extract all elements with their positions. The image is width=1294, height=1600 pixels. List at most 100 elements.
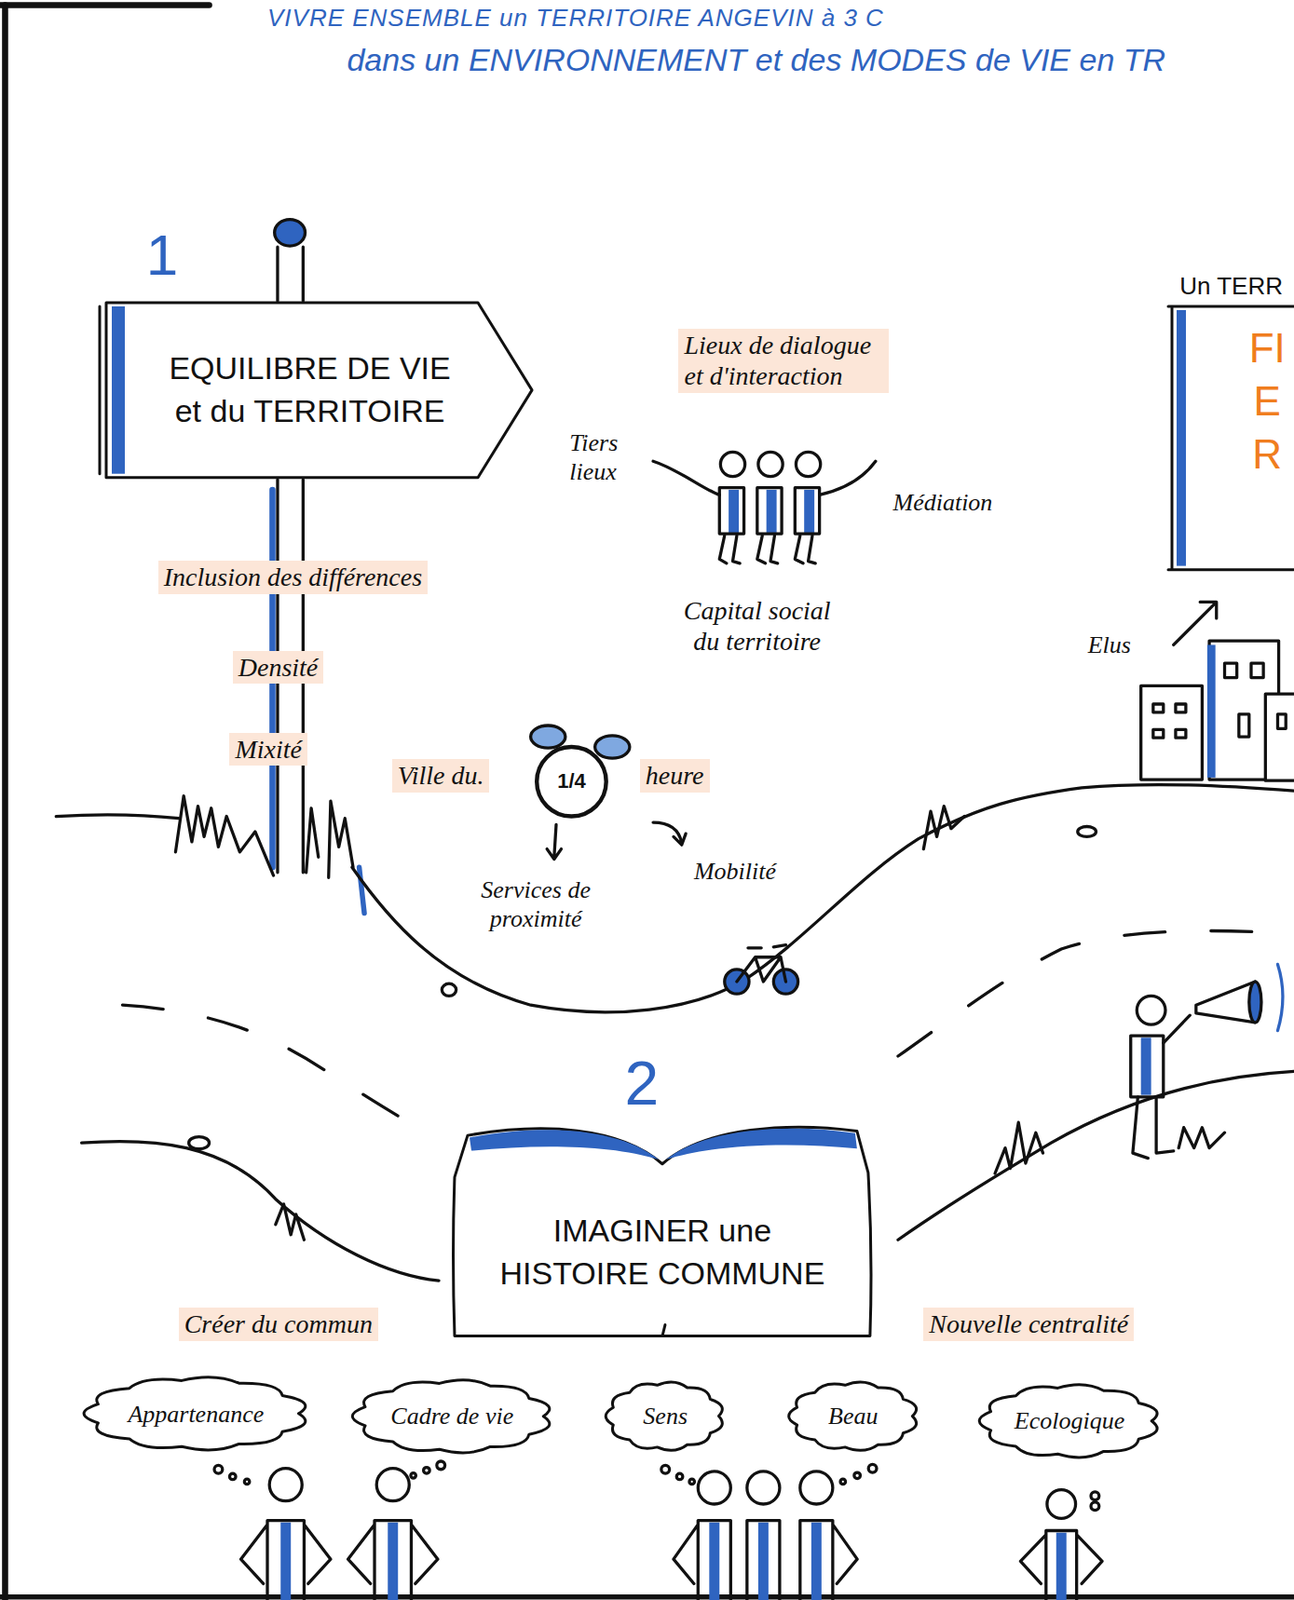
- highlight-label: Lieux de dialogue et d'interaction: [678, 328, 889, 394]
- person-arm: [653, 461, 720, 495]
- person-head: [720, 451, 745, 477]
- person-body: [1130, 1035, 1164, 1098]
- thought-cloud: Sens: [603, 1377, 726, 1456]
- thought-dot: [840, 1479, 845, 1485]
- frame-line: [0, 1594, 1294, 1600]
- building-window: [1277, 714, 1286, 729]
- node-content: Un TERRFIER: [1168, 272, 1294, 580]
- cloud-text: Beau: [828, 1402, 878, 1431]
- thought-dot: [676, 1473, 683, 1481]
- node-content: Ecologique: [980, 1380, 1159, 1463]
- thought-cloud: Cadre de vie: [354, 1375, 551, 1458]
- person-arm: [1163, 1015, 1190, 1044]
- node-content: IMAGINER une HISTOIRE COMMUNE: [449, 1122, 876, 1343]
- panel-band: [1176, 310, 1186, 567]
- highlight-label: Densité: [232, 651, 325, 685]
- person-head: [747, 1471, 780, 1505]
- sound-wave: [1277, 964, 1282, 1031]
- arrow: [546, 824, 561, 859]
- grass-tuft: [923, 806, 965, 850]
- person-head: [1047, 1490, 1077, 1520]
- note-label: Tiers lieux: [569, 428, 629, 487]
- node-content: EQUILIBRE DE VIE et du TERRITOIRE: [96, 300, 536, 480]
- person-body: [1020, 1530, 1103, 1600]
- cloud-outline: [788, 1382, 916, 1451]
- person-shade: [387, 1523, 398, 1600]
- outline-group: [788, 1382, 916, 1451]
- cloud-text: Sens: [642, 1402, 688, 1431]
- thought-cloud: Ecologique: [980, 1380, 1159, 1463]
- node-content: Cadre de vie: [354, 1375, 551, 1458]
- arrow: [653, 822, 686, 845]
- grass-tuft: [1178, 1128, 1225, 1149]
- person-legs: [1132, 1097, 1174, 1159]
- clock-bell: [595, 735, 630, 759]
- framed-panel: Un TERRFIER: [1168, 267, 1294, 574]
- book-spine-mark: [662, 1324, 666, 1336]
- callout-number: 1: [146, 226, 178, 285]
- callout-number: 2: [624, 1052, 659, 1115]
- outline-group: [83, 1377, 306, 1451]
- road-dash: [122, 1005, 429, 1133]
- thought-dot: [244, 1479, 249, 1485]
- signpost-pole: [277, 246, 303, 301]
- note-label: Mobilité: [694, 857, 777, 886]
- book-title: IMAGINER une HISTOIRE COMMUNE: [490, 1210, 835, 1296]
- thought-dot: [854, 1472, 861, 1480]
- person-body: [747, 1521, 780, 1600]
- cloud-outline: [979, 1385, 1158, 1458]
- person-head: [269, 1469, 302, 1502]
- thought-dot: [410, 1473, 416, 1479]
- person-body: [800, 1521, 858, 1600]
- note-label: Services de proximité: [477, 875, 595, 934]
- person-head: [800, 1471, 833, 1505]
- person-shade: [1056, 1533, 1067, 1600]
- building-window: [1153, 704, 1164, 713]
- grass-shade: [359, 867, 365, 913]
- book-page-shade: [666, 1129, 858, 1160]
- outline-group: [452, 1127, 872, 1336]
- arrow: [1173, 601, 1217, 645]
- person-shade: [766, 490, 777, 533]
- person-body: [794, 488, 819, 534]
- signpost-sign: EQUILIBRE DE VIE et du TERRITOIRE: [96, 300, 536, 480]
- person-shade: [280, 1523, 291, 1600]
- thought-cloud: Appartenance: [86, 1373, 307, 1456]
- hill-line: [55, 815, 178, 819]
- highlight-label: heure: [640, 759, 710, 793]
- node-content: Beau: [787, 1377, 920, 1456]
- highlight-label: Créer du commun: [178, 1307, 379, 1342]
- note-label: Médiation: [892, 488, 993, 518]
- building-window: [1239, 714, 1250, 737]
- signpost-sign-outline: [96, 300, 536, 480]
- title-text: VIVRE ENSEMBLE un TERRITOIRE ANGEVIN à 3…: [267, 3, 885, 33]
- bicycle-frame: [736, 945, 787, 982]
- hill-line: [81, 1142, 439, 1282]
- megaphone-mouth: [1249, 981, 1262, 1023]
- building-shade: [1207, 644, 1216, 777]
- thought-dot: [1090, 1492, 1100, 1501]
- person-body: [673, 1521, 731, 1600]
- megaphone: [1196, 981, 1256, 1023]
- clock-face: [536, 747, 606, 818]
- pebble: [441, 983, 456, 996]
- person-shade: [1141, 1037, 1152, 1095]
- sign-band: [111, 306, 125, 475]
- grass-tuft: [306, 801, 354, 878]
- cloud-outline: [83, 1377, 306, 1451]
- person-shade: [728, 490, 739, 533]
- highlight-label: Ville du.: [392, 759, 491, 793]
- person-head: [758, 451, 783, 477]
- outline-group: [1168, 306, 1294, 571]
- cloud-text: Ecologique: [1014, 1406, 1125, 1436]
- outline-group: [979, 1385, 1158, 1458]
- frame-line: [1, 4, 9, 1600]
- building-window: [1175, 704, 1186, 713]
- thought-dot: [1090, 1502, 1100, 1512]
- outline-group: [99, 302, 532, 478]
- note-label: Elus: [1088, 630, 1131, 660]
- frame-line: [0, 1, 210, 9]
- grass-tuft: [275, 1204, 305, 1240]
- hill-line: [898, 1071, 1294, 1240]
